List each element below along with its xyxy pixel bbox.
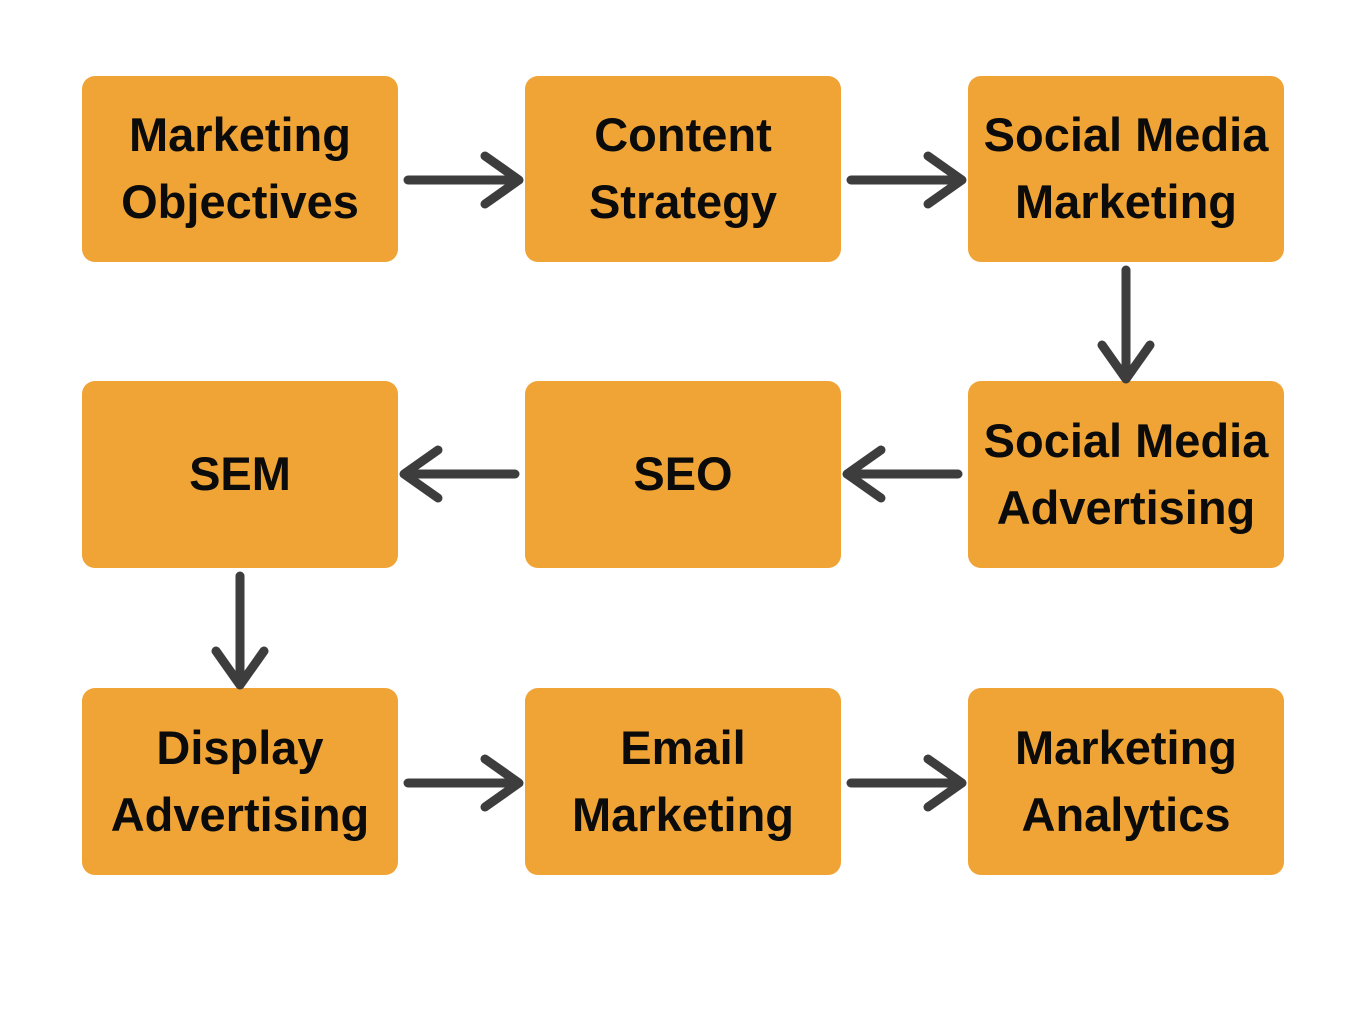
arrow-social-media-marketing-to-social-media-advertising-icon — [1097, 265, 1155, 384]
node-social-media-advertising: Social Media Advertising — [968, 381, 1284, 568]
node-email-marketing: Email Marketing — [525, 688, 841, 875]
node-label: SEO — [633, 447, 733, 501]
node-display-advertising: Display Advertising — [82, 688, 398, 875]
node-label: Social Media Advertising — [983, 413, 1269, 534]
node-sem: SEM — [82, 381, 398, 568]
arrow-marketing-objectives-to-content-strategy-icon — [403, 151, 524, 209]
arrow-content-strategy-to-social-media-marketing-icon — [846, 151, 967, 209]
node-content-strategy: Content Strategy — [525, 76, 841, 262]
node-marketing-objectives: Marketing Objectives — [82, 76, 398, 262]
arrow-social-media-advertising-to-seo-icon — [842, 445, 963, 503]
node-social-media-marketing: Social Media Marketing — [968, 76, 1284, 262]
arrow-email-marketing-to-marketing-analytics-icon — [846, 754, 967, 812]
arrow-sem-to-display-advertising-icon — [211, 571, 269, 690]
node-label: Content Strategy — [588, 108, 778, 228]
node-seo: SEO — [525, 381, 841, 568]
node-label: Display Advertising — [110, 720, 370, 841]
node-label: Marketing Analytics — [1015, 720, 1237, 841]
node-label: Email Marketing — [572, 720, 794, 841]
arrow-seo-to-sem-icon — [399, 445, 520, 503]
node-marketing-analytics: Marketing Analytics — [968, 688, 1284, 875]
node-label: SEM — [189, 447, 291, 501]
arrow-display-advertising-to-email-marketing-icon — [403, 754, 524, 812]
node-label: Social Media Marketing — [983, 108, 1269, 228]
node-label: Marketing Objectives — [121, 108, 359, 228]
